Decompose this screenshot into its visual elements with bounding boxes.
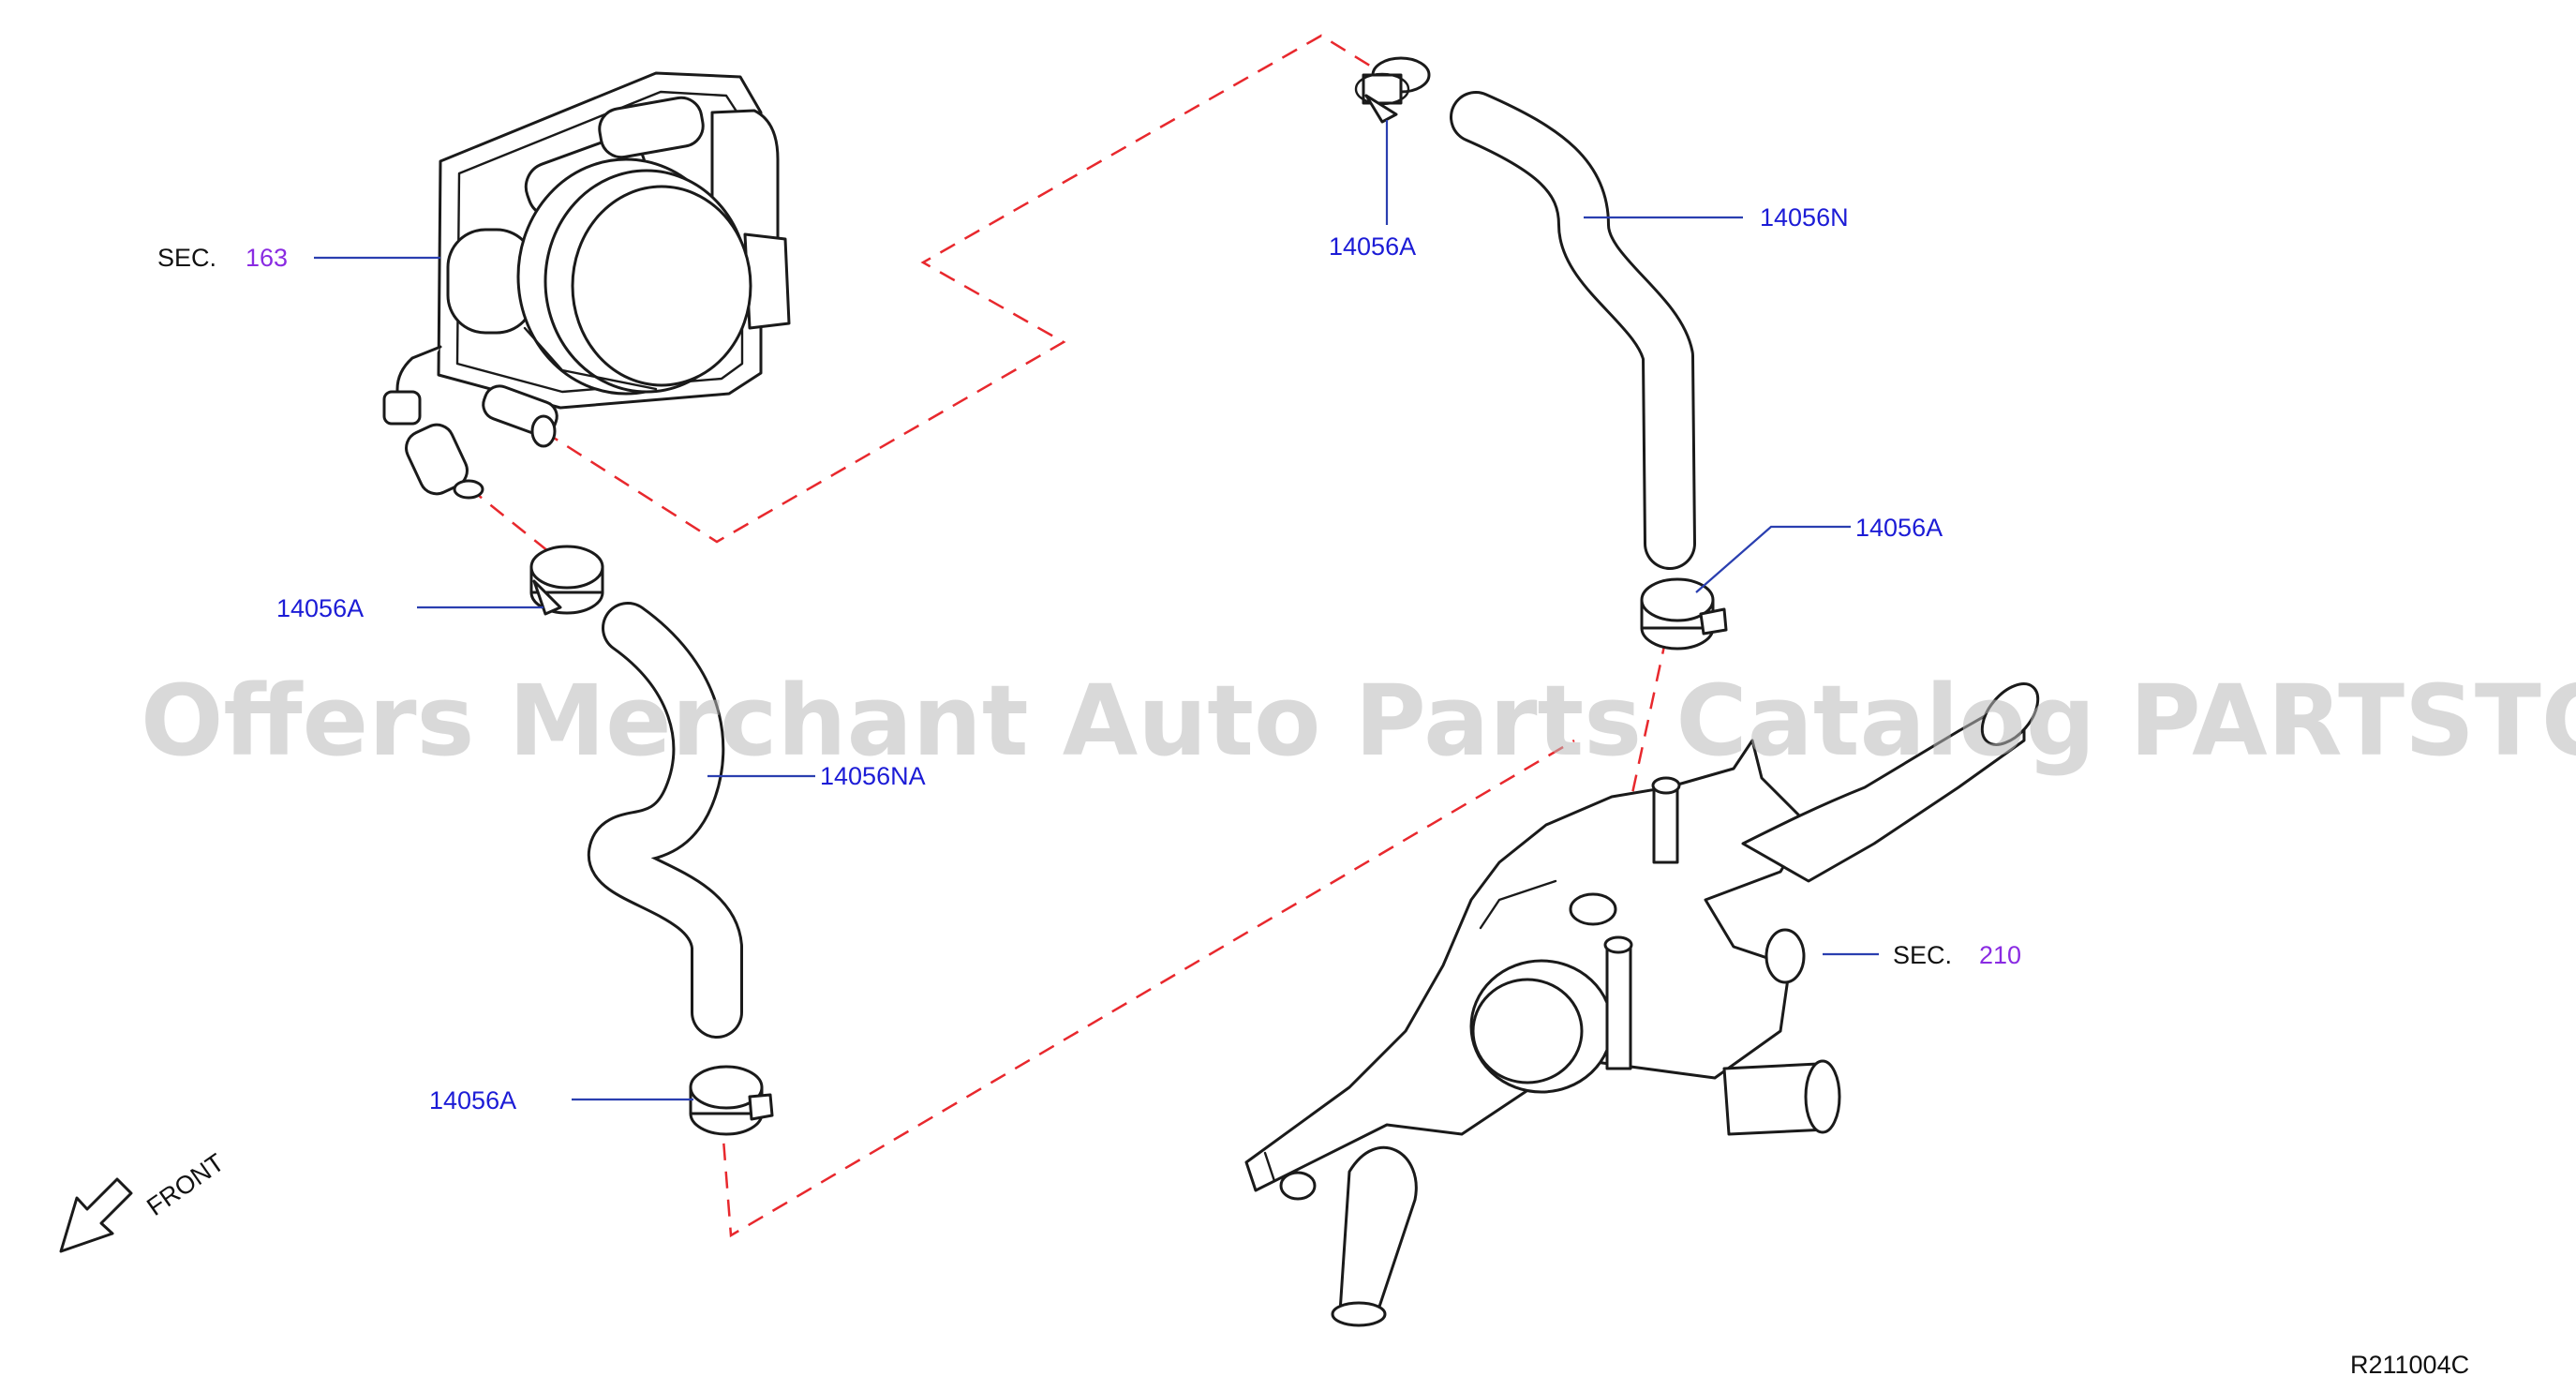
callout-clamp-top: 14056A [1329,232,1416,261]
front-arrow-icon [59,1177,133,1253]
callout-hose-upper: 14056N [1760,203,1849,232]
section-210-prefix: SEC. [1893,941,1952,969]
clamp-left-lower [689,1065,774,1136]
hose-14056n [1450,91,1696,570]
callout-clamp-upper-right: 14056A [1855,514,1943,542]
front-label: FRONT [141,1148,229,1221]
section-163-prefix: SEC. [157,244,216,272]
clamp-left-upper [529,545,604,616]
hose-14056na [588,602,743,1039]
thermostat-housing [1244,682,2040,1327]
callout-hose-lower: 14056NA [820,762,926,790]
throttle-body [382,71,791,500]
callout-clamp-left-upper: 14056A [276,594,364,622]
section-163-number: 163 [246,244,288,272]
diagram-code: R211004C [2350,1351,2469,1379]
watermark: Offers Merchant Auto Parts Catalog PARTS… [141,664,2576,778]
leader-lines [314,120,1879,1101]
callout-clamp-left-lower: 14056A [429,1086,516,1114]
clamp-upper-right [1640,577,1728,651]
clamp-top [1354,56,1431,124]
section-210-number: 210 [1979,941,2021,969]
